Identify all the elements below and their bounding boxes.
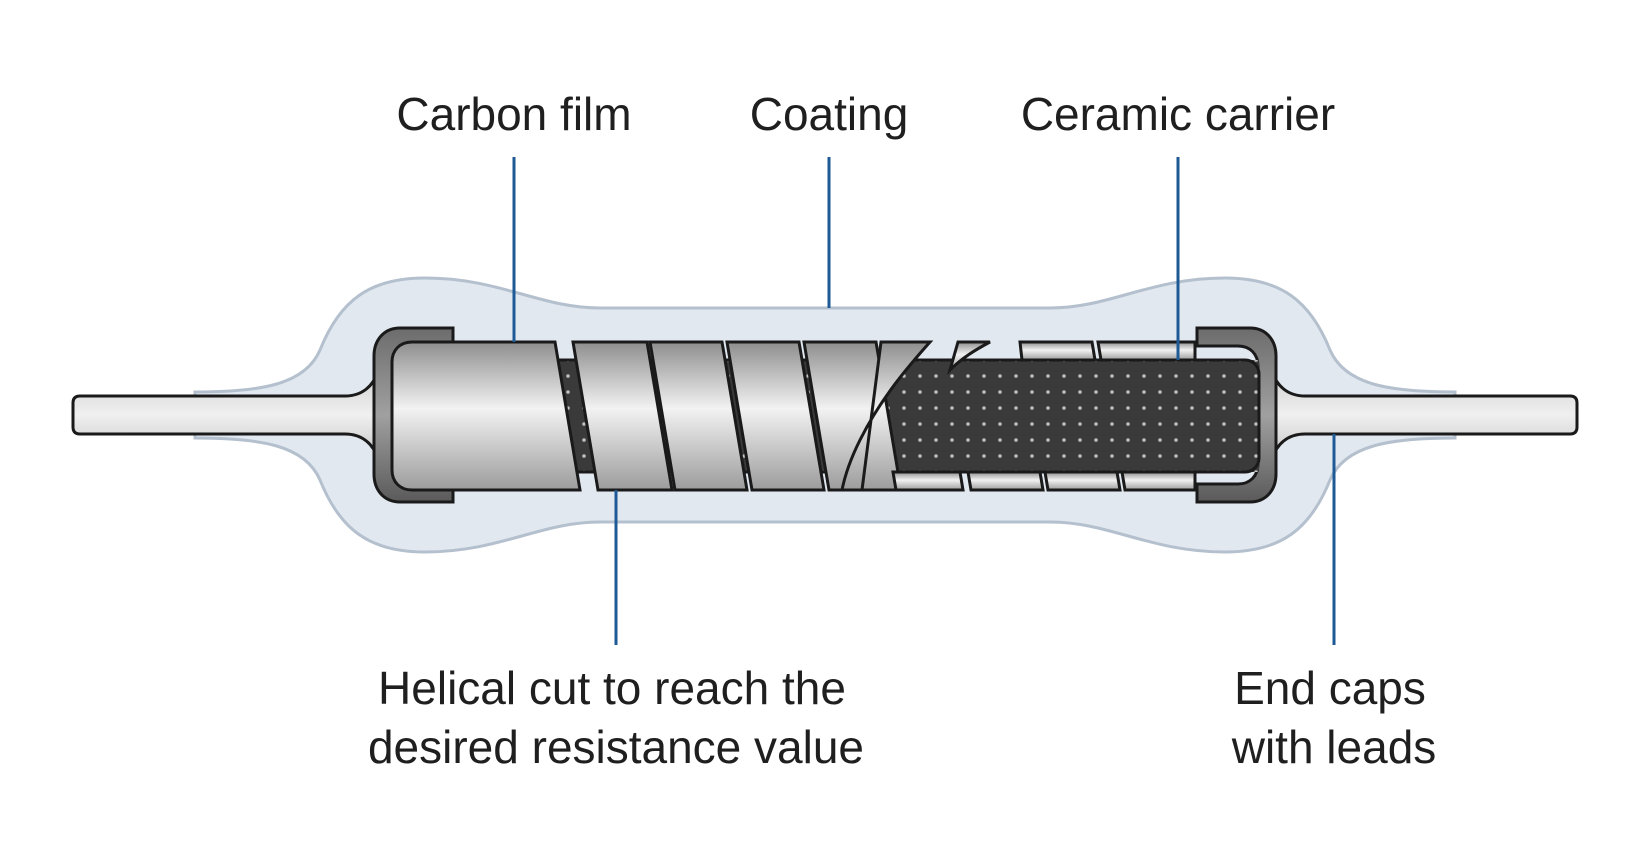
carbon-film-solid bbox=[390, 340, 582, 492]
end-caps-label-line1: End caps bbox=[1234, 662, 1426, 714]
helical-bands bbox=[571, 340, 903, 492]
coating-label: Coating bbox=[750, 88, 909, 140]
carbon-film-label: Carbon film bbox=[396, 88, 631, 140]
end-caps-label-line2: with leads bbox=[1231, 721, 1437, 773]
helical-cut-label-line2: desired resistance value bbox=[368, 721, 864, 773]
ceramic-carrier-label: Ceramic carrier bbox=[1021, 88, 1335, 140]
cutaway-bands bbox=[840, 340, 1197, 492]
helical-cut-label-line1: Helical cut to reach the bbox=[378, 662, 846, 714]
left-lead bbox=[71, 369, 380, 461]
right-lead bbox=[1270, 369, 1579, 461]
